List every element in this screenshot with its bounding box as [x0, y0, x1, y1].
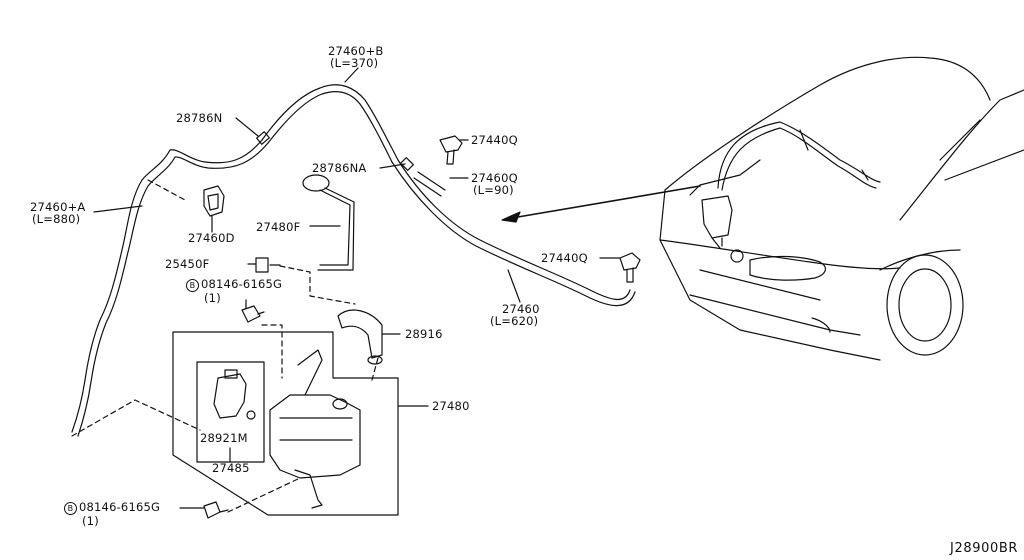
hose-clip-27460d	[203, 185, 225, 217]
label-27440q-top: 27440Q	[471, 134, 518, 146]
part-number: 25450F	[165, 257, 210, 271]
label-27480f: 27480F	[256, 221, 300, 233]
label-25450f: 25450F	[165, 258, 209, 270]
washer-hose-27460	[391, 159, 636, 307]
part-number: 27460+A	[30, 200, 86, 214]
label-27460-a: 27460+A (L=880)	[30, 201, 86, 225]
part-number: 08146-6165G	[79, 500, 161, 514]
washer-nozzle-right	[619, 252, 641, 283]
part-length: (L=90)	[473, 183, 514, 197]
filler-neck-28916	[337, 309, 383, 365]
label-28786n: 28786N	[176, 112, 222, 124]
part-number: 28786NA	[312, 161, 367, 175]
part-number: 28786N	[176, 111, 223, 125]
label-28916: 28916	[405, 328, 443, 340]
part-number: 27485	[212, 461, 250, 475]
washer-reservoir	[269, 349, 361, 509]
label-27440q-right: 27440Q	[541, 252, 588, 264]
location-arrow	[501, 185, 701, 223]
part-number: 28921M	[200, 431, 248, 445]
pump-frame	[196, 361, 265, 463]
part-number: 27460Q	[471, 171, 518, 185]
part-number: 27460	[502, 302, 540, 316]
part-number: 27440Q	[541, 251, 588, 265]
washer-pump-28921m	[213, 369, 256, 420]
part-length: (L=880)	[32, 212, 81, 226]
washer-nozzle-top	[439, 135, 463, 165]
label-28786na: 28786NA	[312, 162, 366, 174]
part-number: 27440Q	[471, 133, 518, 147]
bolt-bottom	[203, 501, 229, 519]
label-27485: 27485	[212, 462, 250, 474]
part-number: 27460D	[188, 231, 235, 245]
part-number: 28916	[405, 327, 443, 341]
part-length: (L=370)	[330, 56, 379, 70]
label-27460d: 27460D	[188, 232, 235, 244]
hose-joint-28786na	[400, 157, 414, 171]
label-leaders	[93, 67, 621, 509]
bolt-marker: B	[186, 279, 199, 292]
label-27460-b: 27460+B (L=370)	[328, 45, 384, 69]
washer-hose-27460q	[413, 171, 446, 197]
vehicle-front-view	[659, 56, 1024, 361]
part-number: 27480	[432, 399, 470, 413]
grommet-25450f	[255, 257, 281, 273]
reservoir-frame	[172, 331, 399, 516]
part-number: 27480F	[256, 220, 301, 234]
part-number: 08146-6165G	[201, 277, 283, 291]
part-length: (L=620)	[490, 314, 539, 328]
label-27480: 27480	[432, 400, 470, 412]
washer-hose-27460-b	[261, 84, 399, 163]
part-qty: (1)	[82, 514, 99, 528]
filler-tube-27480f	[302, 174, 355, 271]
washer-hose-27460-a	[71, 139, 269, 437]
hose-joint-28786n	[255, 131, 271, 145]
label-28921m: 28921M	[200, 432, 248, 444]
diagram-code: J28900BR	[950, 541, 1018, 556]
bolt-marker: B	[64, 502, 77, 515]
label-27460q: 27460Q (L=90)	[471, 172, 518, 196]
label-27460: 27460 (L=620)	[490, 303, 540, 327]
part-number: 27460+B	[328, 44, 384, 58]
bolt-top	[241, 305, 265, 323]
part-qty: (1)	[204, 291, 221, 305]
dashed-leaders	[71, 179, 379, 513]
